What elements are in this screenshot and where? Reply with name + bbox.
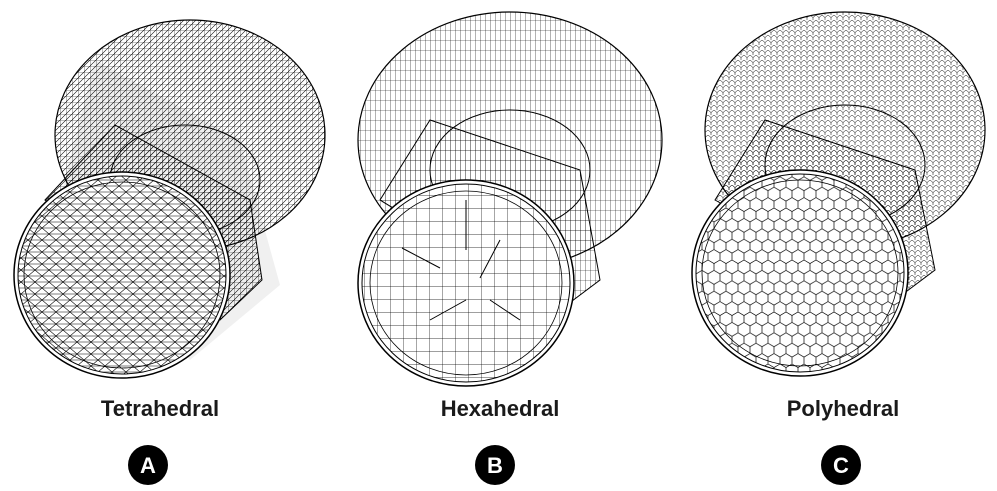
mesh-panel-hexahedral <box>357 11 663 387</box>
end-face-disc <box>357 179 575 387</box>
caption-tetrahedral: Tetrahedral <box>100 396 220 421</box>
badge-b: B <box>475 445 515 485</box>
end-face-disc <box>13 171 231 379</box>
mesh-panel-tetrahedral <box>13 19 326 379</box>
caption-polyhedral: Polyhedral <box>786 396 900 421</box>
badge-a: A <box>128 445 168 485</box>
mesh-panel-polyhedral <box>691 11 986 377</box>
badge-c: C <box>821 445 861 485</box>
end-face-disc <box>691 169 909 377</box>
caption-hexahedral: Hexahedral <box>440 396 560 421</box>
